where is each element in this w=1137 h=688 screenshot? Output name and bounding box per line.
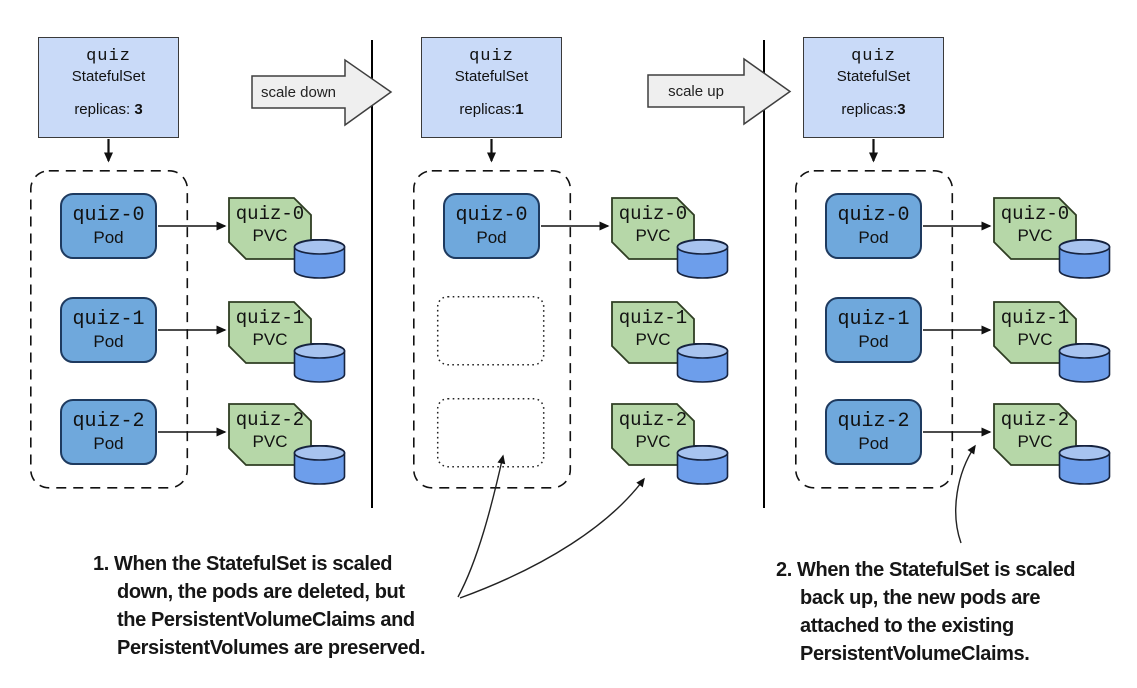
pod-name: quiz-1 (837, 308, 910, 331)
statefulset-kind: StatefulSet (836, 68, 911, 85)
pvc-name: quiz-1 (1000, 307, 1070, 329)
persistent-volume-icon (676, 239, 729, 279)
pod-name: quiz-0 (72, 204, 145, 227)
persistent-volume-icon (1058, 343, 1111, 383)
pvc-kind: PVC (252, 432, 288, 451)
pvc-name: quiz-0 (618, 203, 688, 225)
persistent-volume-icon (1058, 445, 1111, 485)
pvc-name: quiz-0 (1000, 203, 1070, 225)
pod-box: quiz-2 Pod (60, 399, 157, 465)
statefulset-box: quiz StatefulSet replicas: 3 (38, 37, 179, 138)
deleted-pod-placeholder (436, 397, 545, 468)
pvc-name: quiz-0 (235, 203, 305, 225)
replicas-line: replicas:1 (459, 101, 524, 118)
pvc-kind: PVC (1017, 432, 1053, 451)
persistent-volume-icon (676, 445, 729, 485)
pod-box: quiz-1 Pod (60, 297, 157, 363)
pod-name: quiz-0 (455, 204, 528, 227)
pod-name: quiz-0 (837, 204, 910, 227)
scale-down-label: scale down (260, 83, 337, 101)
pod-kind: Pod (858, 332, 889, 351)
statefulset-name: quiz (851, 47, 896, 66)
statefulset-box: quiz StatefulSet replicas:3 (803, 37, 944, 138)
statefulset-kind: StatefulSet (454, 68, 529, 85)
pod-box: quiz-2 Pod (825, 399, 922, 465)
pvc-kind: PVC (635, 330, 671, 349)
persistent-volume-icon (1058, 239, 1111, 279)
persistent-volume-icon (293, 343, 346, 383)
pod-name: quiz-2 (72, 410, 145, 433)
scale-up-label: scale up (668, 82, 724, 100)
pvc-kind: PVC (635, 432, 671, 451)
pod-kind: Pod (93, 434, 124, 453)
pod-kind: Pod (93, 228, 124, 247)
pvc-name: quiz-2 (235, 409, 305, 431)
pod-box: quiz-1 Pod (825, 297, 922, 363)
statefulset-kind: StatefulSet (71, 68, 146, 85)
pvc-name: quiz-1 (235, 307, 305, 329)
annotation-scale-up: 2. When the StatefulSet is scaled back u… (776, 559, 1076, 665)
persistent-volume-icon (293, 445, 346, 485)
pod-kind: Pod (858, 228, 889, 247)
annotation-scale-down: 1. When the StatefulSet is scaled down, … (93, 553, 426, 659)
pvc-kind: PVC (252, 330, 288, 349)
pod-kind: Pod (476, 228, 507, 247)
pod-name: quiz-1 (72, 308, 145, 331)
pod-box: quiz-0 Pod (443, 193, 540, 259)
statefulset-name: quiz (469, 47, 514, 66)
pvc-kind: PVC (1017, 330, 1053, 349)
statefulset-name: quiz (86, 47, 131, 66)
deleted-pod-placeholder (436, 295, 545, 366)
annotation2-to-pvc-arrow (955, 444, 976, 544)
pod-kind: Pod (93, 332, 124, 351)
pod-kind: Pod (858, 434, 889, 453)
pod-box: quiz-0 Pod (825, 193, 922, 259)
statefulset-box: quiz StatefulSet replicas:1 (421, 37, 562, 138)
pvc-name: quiz-1 (618, 307, 688, 329)
pvc-name: quiz-2 (1000, 409, 1070, 431)
replicas-line: replicas: 3 (74, 101, 143, 118)
pod-box: quiz-0 Pod (60, 193, 157, 259)
persistent-volume-icon (676, 343, 729, 383)
pod-name: quiz-2 (837, 410, 910, 433)
persistent-volume-icon (293, 239, 346, 279)
pvc-kind: PVC (635, 226, 671, 245)
pvc-kind: PVC (1017, 226, 1053, 245)
pvc-kind: PVC (252, 226, 288, 245)
replicas-line: replicas:3 (841, 101, 906, 118)
pvc-name: quiz-2 (618, 409, 688, 431)
